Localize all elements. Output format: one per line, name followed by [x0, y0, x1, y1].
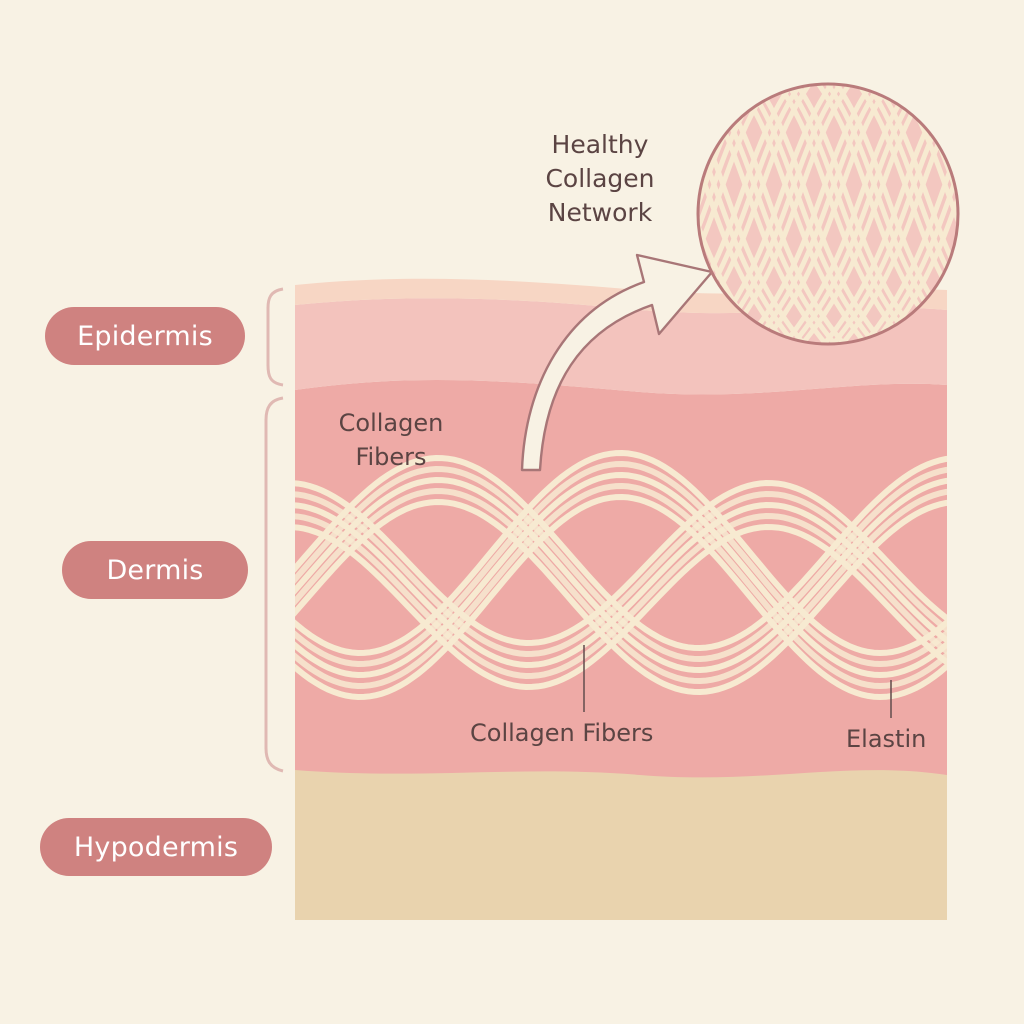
dermis-label: Dermis [62, 541, 248, 599]
collagen-fiber-strand [295, 512, 947, 680]
collagen-fiber-strand [295, 449, 947, 657]
dermis-layer [295, 380, 947, 778]
network-fiber [837, 84, 958, 344]
collagen-fibers-top-line-2: Fibers [355, 443, 427, 471]
network-fiber [846, 84, 958, 344]
collagen-fiber-strand [295, 471, 947, 679]
collagen-fiber-bundles [295, 449, 947, 701]
collagen-fiber-strand [295, 493, 947, 701]
healthy-network-line-2: Collagen [545, 164, 655, 193]
network-fiber [698, 84, 832, 344]
network-fiber [990, 60, 1024, 380]
dermis-bracket [264, 396, 284, 773]
healthy-network-line-1: Healthy [551, 130, 649, 159]
network-fiber [1008, 60, 1024, 380]
elastin-label: Elastin [846, 725, 927, 753]
collagen-fibers-top-line-1: Collagen [338, 409, 444, 437]
zoom-arrow [520, 253, 714, 472]
epidermis-label: Epidermis [45, 307, 245, 365]
collagen-fiber-strand [295, 498, 947, 696]
collagen-fiber-strand [295, 523, 947, 691]
collagen-fibers-bottom-label: Collagen Fibers [470, 719, 654, 747]
epidermis-bracket [266, 287, 284, 387]
collagen-fiber-strand [295, 501, 947, 669]
collagen-fiber-strand [295, 479, 947, 647]
healthy-network-line-3: Network [547, 198, 653, 227]
collagen-fiber-strand [295, 460, 947, 668]
network-fiber [947, 84, 958, 344]
network-fiber [968, 60, 1024, 380]
network-fiber [999, 60, 1024, 380]
collagen-fiber-strand [295, 482, 947, 690]
hypodermis-layer [295, 765, 947, 920]
collagen-fibers-top-label: Collagen Fibers [316, 406, 466, 474]
hypodermis-label: Hypodermis [40, 818, 272, 876]
network-fiber [956, 84, 958, 344]
healthy-collagen-network-label: Healthy Collagen Network [520, 128, 680, 230]
collagen-fiber-strand [295, 490, 947, 658]
network-fiber [698, 84, 822, 344]
network-fiber [698, 84, 841, 344]
